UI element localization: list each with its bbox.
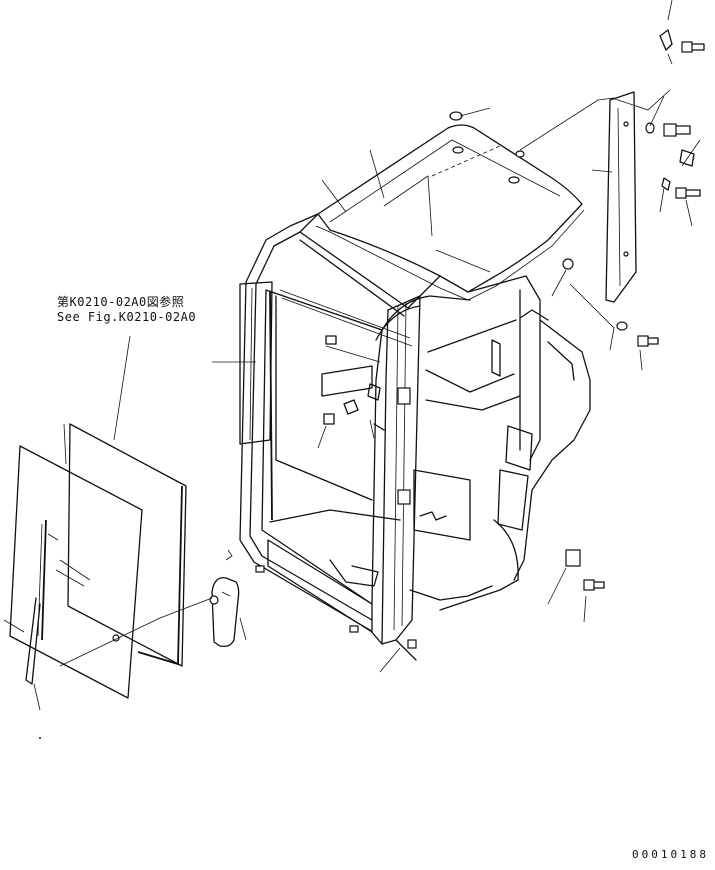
rear-cover-panel	[605, 91, 637, 303]
drawing-number: 00010188	[632, 848, 709, 861]
interior-panel	[321, 365, 373, 397]
front-glass-panel	[9, 445, 143, 699]
cab-floor	[255, 469, 493, 649]
leader-lines	[3, 0, 701, 739]
wiper-motor	[209, 549, 240, 648]
cab-front-frame	[239, 213, 471, 645]
cab-door-pillar	[381, 295, 421, 661]
reference-note-japanese: 第K0210-02A0図参照	[57, 295, 185, 309]
reference-note-english: See Fig.K0210-02A0	[57, 310, 197, 324]
side-trim-panel	[239, 281, 273, 445]
fasteners	[323, 29, 705, 591]
cab-rear-frame	[425, 275, 591, 611]
front-window-glass	[63, 423, 187, 667]
wiper-assembly	[25, 519, 47, 685]
